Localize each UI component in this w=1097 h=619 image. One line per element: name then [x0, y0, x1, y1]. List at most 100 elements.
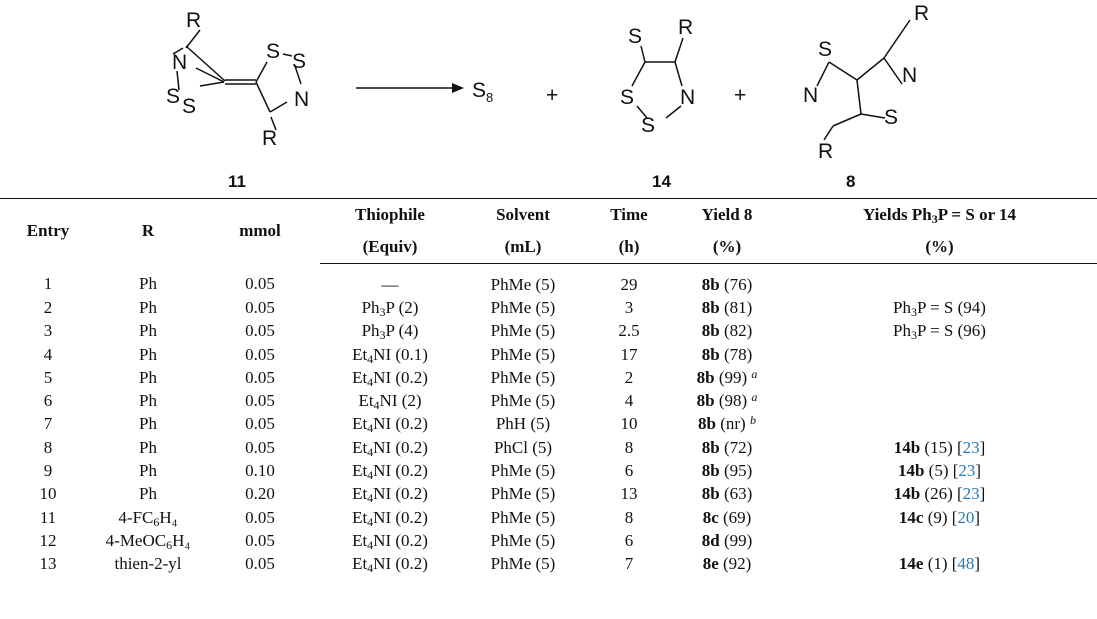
reference-link[interactable]: 20 — [957, 507, 975, 527]
header-r: R — [96, 198, 200, 264]
cell-mmol: 0.05 — [245, 414, 275, 434]
cell-mmol: 0.05 — [245, 321, 275, 341]
cell-yield-14 — [782, 389, 1097, 412]
cell-thiophile: Et4NI (0.2) — [352, 484, 428, 506]
cell-yield-8: 8b (72) — [701, 437, 753, 457]
cell-r: Ph — [139, 414, 157, 434]
cell-yield-8: 8b (76) — [701, 274, 753, 294]
svg-text:S: S — [182, 95, 196, 118]
cell-yield-14: 14b (5) [23] — [897, 461, 982, 481]
cell-thiophile: Et4NI (0.2) — [352, 437, 428, 459]
reference-link[interactable]: 23 — [962, 437, 980, 457]
reference-link[interactable]: 23 — [962, 484, 980, 504]
cell-entry: 11 — [39, 507, 57, 527]
cell-mmol: 0.05 — [245, 274, 275, 294]
svg-text:N: N — [803, 84, 818, 107]
header-entry: Entry — [0, 198, 96, 264]
cell-solvent: PhMe (5) — [490, 461, 556, 481]
results-table: Entry R mmol Thiophile Solvent Time Yiel… — [0, 198, 1097, 576]
cell-solvent: PhMe (5) — [490, 507, 556, 527]
svg-text:N: N — [680, 86, 695, 109]
cell-yield-14: Ph3P = S (94) — [893, 297, 986, 319]
cell-solvent: PhMe (5) — [490, 367, 556, 387]
cell-mmol: 0.05 — [245, 297, 275, 317]
cell-entry: 2 — [43, 297, 53, 317]
cell-time: 6 — [624, 461, 634, 481]
cell-time: 29 — [620, 274, 638, 294]
cell-time: 2 — [624, 367, 634, 387]
header-solvent: Solvent — [460, 198, 586, 231]
cell-r: Ph — [139, 321, 157, 341]
cell-r: Ph — [139, 367, 157, 387]
svg-text:N: N — [902, 64, 917, 87]
svg-text:8: 8 — [486, 90, 493, 105]
header-pct-14: (%) — [782, 231, 1097, 264]
compound-label-8: 8 — [846, 172, 856, 191]
cell-yield-8: 8b (99) a — [696, 366, 758, 387]
cell-solvent: PhMe (5) — [490, 554, 556, 574]
cell-yield-8: 8b (95) — [701, 461, 753, 481]
header-yields-ph3ps: Yields Ph3P = S or 14 — [782, 198, 1097, 231]
cell-yield-14: 14b (15) [23] — [893, 437, 986, 457]
cell-solvent: PhMe (5) — [490, 297, 556, 317]
cell-r: Ph — [139, 274, 157, 294]
cell-mmol: 0.10 — [245, 461, 275, 481]
cell-r: Ph — [139, 484, 157, 504]
cell-r: 4-FC6H₄ — [118, 507, 178, 529]
cell-thiophile: Et4NI (2) — [358, 391, 422, 413]
cell-entry: 4 — [43, 344, 53, 364]
cell-time: 10 — [620, 414, 638, 434]
cell-time: 3 — [624, 297, 634, 317]
cell-r: Ph — [139, 437, 157, 457]
cell-time: 6 — [624, 530, 634, 550]
svg-text:S: S — [166, 85, 180, 108]
cell-yield-8: 8e (92) — [702, 554, 752, 574]
cell-yield-14 — [782, 529, 1097, 552]
svg-text:S: S — [620, 86, 634, 109]
cell-time: 13 — [620, 484, 638, 504]
cell-solvent: PhMe (5) — [490, 274, 556, 294]
cell-solvent: PhMe (5) — [490, 321, 556, 341]
cell-thiophile: — — [381, 274, 399, 294]
svg-text:S: S — [818, 38, 832, 61]
cell-entry: 12 — [39, 530, 57, 550]
cell-entry: 7 — [43, 414, 53, 434]
svg-text:N: N — [172, 51, 187, 74]
svg-text:S: S — [292, 50, 306, 73]
cell-r: 4-MeOC6H₄ — [105, 530, 191, 552]
cell-time: 2.5 — [618, 321, 640, 341]
cell-time: 8 — [624, 507, 634, 527]
svg-text:S: S — [472, 79, 486, 102]
cell-mmol: 0.05 — [245, 507, 275, 527]
cell-entry: 5 — [43, 367, 53, 387]
cell-entry: 9 — [43, 461, 53, 481]
cell-r: Ph — [139, 391, 157, 411]
svg-text:R: R — [818, 140, 833, 163]
cell-solvent: PhMe (5) — [490, 530, 556, 550]
cell-entry: 13 — [39, 554, 57, 574]
header-ml: (mL) — [460, 231, 586, 264]
cell-solvent: PhCl (5) — [493, 437, 553, 457]
reference-link[interactable]: 48 — [957, 554, 975, 574]
reference-link[interactable]: 23 — [958, 461, 976, 481]
cell-yield-8: 8d (99) — [701, 530, 753, 550]
svg-text:R: R — [914, 2, 929, 25]
cell-thiophile: Et4NI (0.2) — [352, 367, 428, 389]
cell-yield-14: 14e (1) [48] — [898, 554, 981, 574]
svg-text:+: + — [734, 84, 746, 107]
cell-entry: 3 — [43, 321, 53, 341]
cell-yield-8: 8b (98) a — [696, 390, 758, 411]
cell-mmol: 0.05 — [245, 391, 275, 411]
compound-label-11: 11 — [228, 172, 246, 191]
header-row-2: (Equiv) (mL) (h) (%) (%) — [0, 231, 1097, 264]
cell-yield-8: 8b (nr) b — [698, 413, 756, 434]
header-time: Time — [586, 198, 672, 231]
